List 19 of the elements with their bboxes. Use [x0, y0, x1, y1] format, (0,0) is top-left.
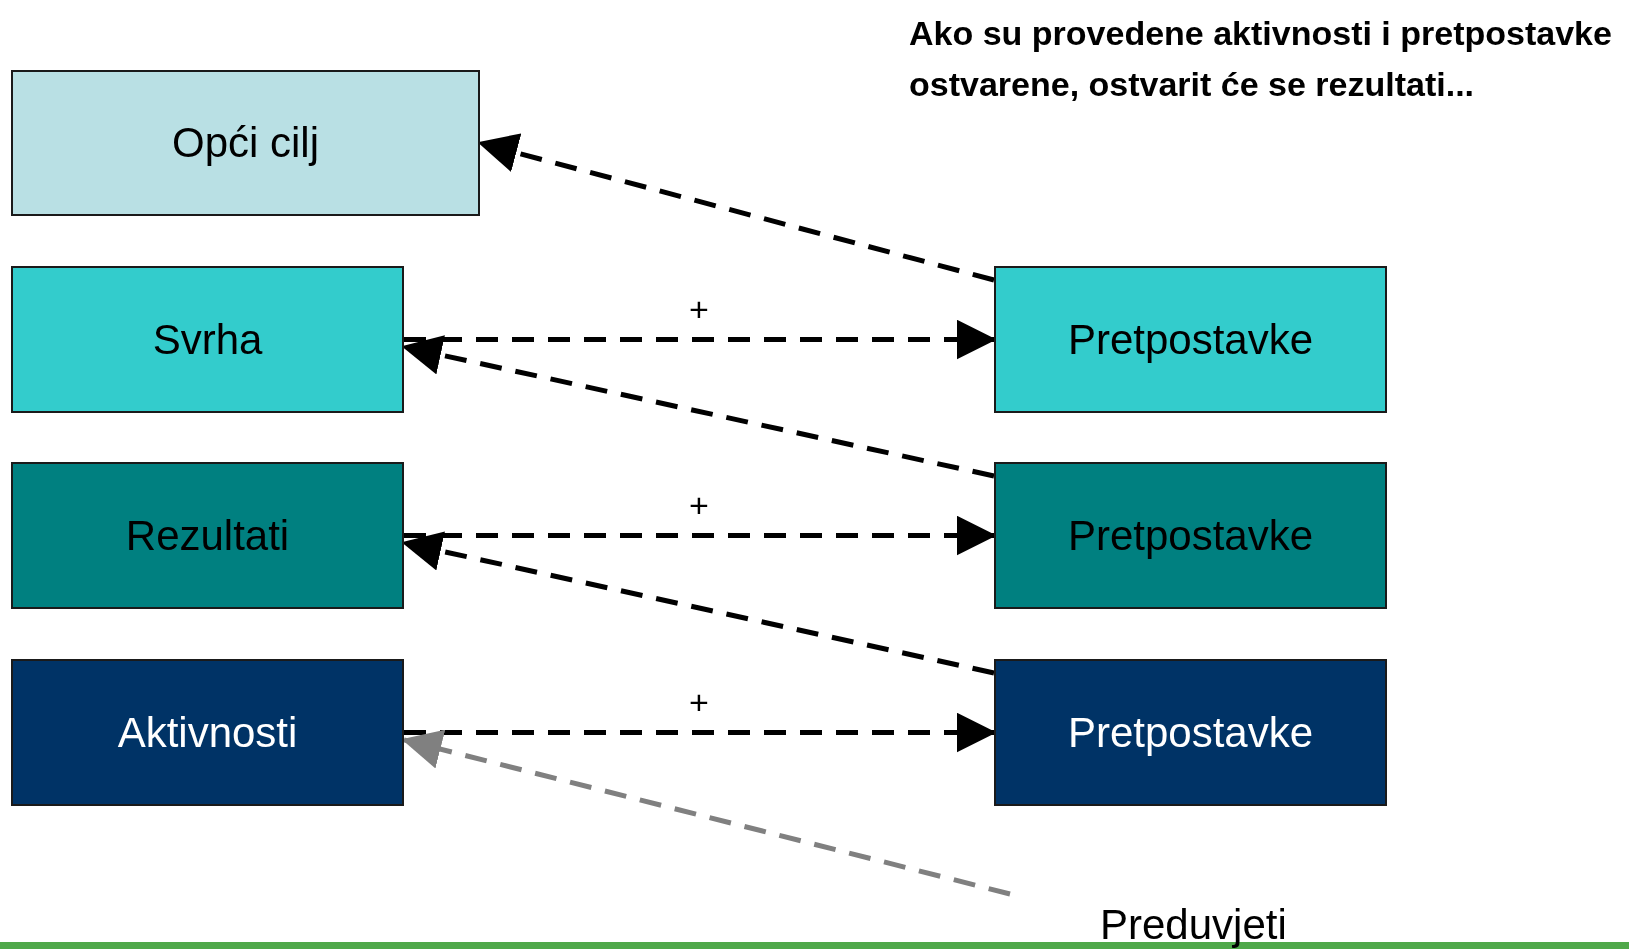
edge-label: + [689, 487, 709, 522]
box-label: Pretpostavke [1067, 511, 1314, 560]
box-label: Pretpostavke [1067, 315, 1314, 364]
box-label: Rezultati [125, 511, 290, 560]
process-box [11, 70, 480, 216]
edge-label: + [689, 291, 709, 326]
box-label: Opći cilj [172, 119, 319, 167]
box-label: Aktivnosti [117, 708, 298, 757]
edge-label: + [689, 684, 709, 719]
process-box [11, 462, 404, 609]
box-label: Pretpostavke [1067, 708, 1314, 757]
box-label: Svrha [152, 315, 263, 364]
node-label: Preduvjeti [1100, 904, 1287, 946]
process-box [11, 266, 404, 413]
process-box [994, 462, 1387, 609]
process-box [11, 659, 404, 806]
process-box [994, 659, 1387, 806]
note-text: Ako su provedene aktivnosti i pretpostavke ostvarene, ostvarit će se rezultati... [909, 13, 1613, 105]
process-box [994, 266, 1387, 413]
